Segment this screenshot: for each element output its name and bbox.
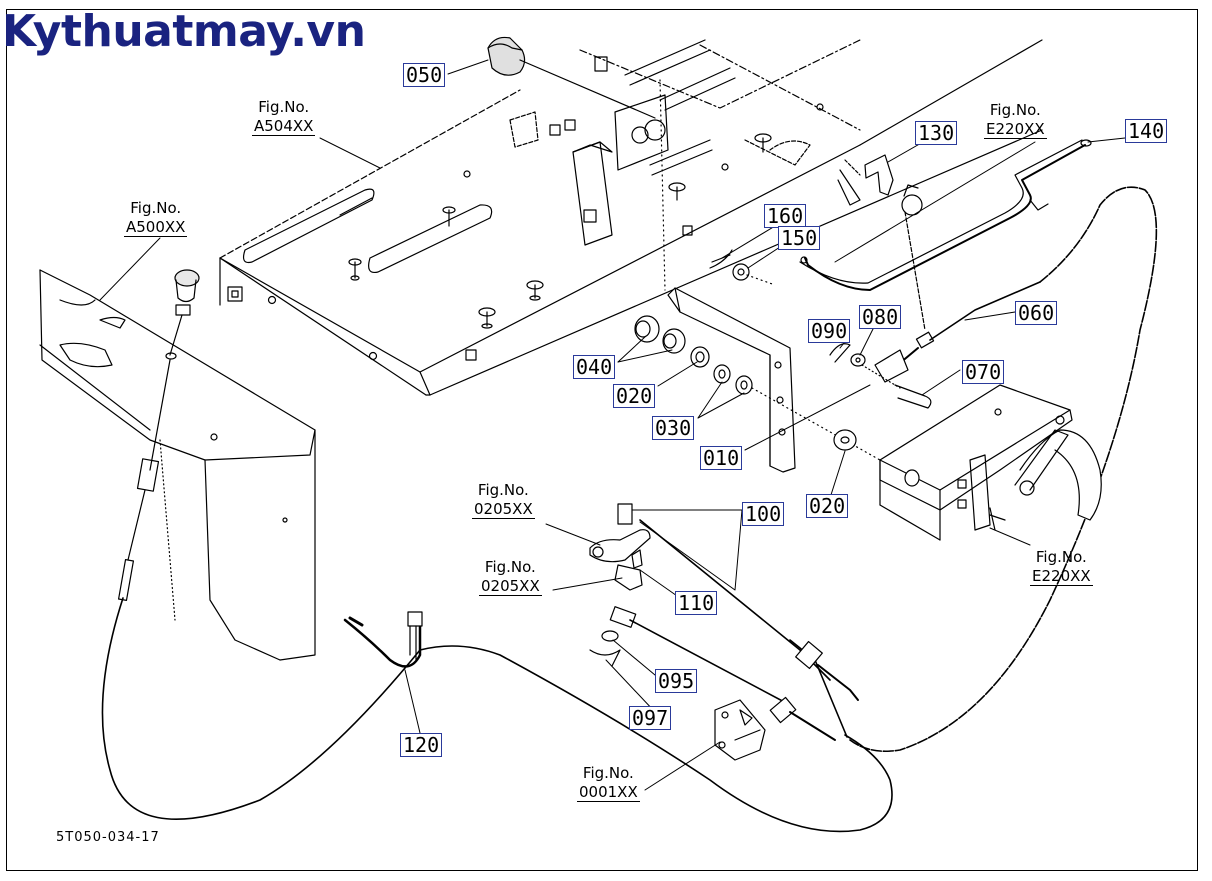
bracket-e220 (880, 385, 1101, 540)
part-label-090[interactable]: 090 (808, 319, 851, 343)
drawing-code: 5T050-034-17 (56, 830, 160, 845)
part-label-040[interactable]: 040 (573, 355, 616, 379)
fig-ref-number: A500XX (124, 218, 188, 237)
leader-lines (100, 60, 1125, 790)
pin-washer (710, 250, 775, 285)
fig-ref-e220-bottom[interactable]: Fig.No. E220XX (1030, 548, 1093, 586)
fig-ref-label: Fig.No. (582, 764, 634, 782)
pin-hardware (830, 344, 931, 408)
part-label-140[interactable]: 140 (1125, 119, 1168, 143)
fig-ref-0205-upper[interactable]: Fig.No. 0205XX (472, 481, 535, 519)
fig-ref-label: Fig.No. (258, 98, 310, 116)
fig-ref-label: Fig.No. (477, 481, 529, 499)
fig-ref-label: Fig.No. (989, 101, 1041, 119)
clip-130 (838, 155, 925, 330)
fig-ref-number: A504XX (252, 117, 316, 136)
part-label-095[interactable]: 095 (655, 669, 698, 693)
part-label-020-upper[interactable]: 020 (613, 384, 656, 408)
watermark-logo: Kythuatmay.vn (2, 6, 366, 57)
part-label-160[interactable]: 160 (764, 204, 807, 228)
part-label-110[interactable]: 110 (675, 591, 718, 615)
fig-ref-a500[interactable]: Fig.No. A500XX (124, 199, 188, 237)
part-label-150[interactable]: 150 (778, 226, 821, 250)
part-label-060[interactable]: 060 (1015, 301, 1058, 325)
part-label-050[interactable]: 050 (403, 63, 446, 87)
part-label-010[interactable]: 010 (700, 446, 743, 470)
fig-ref-number: 0205XX (479, 577, 542, 596)
plate-010 (660, 80, 795, 472)
fig-ref-a504[interactable]: Fig.No. A504XX (252, 98, 316, 136)
part-label-100[interactable]: 100 (742, 502, 785, 526)
fig-ref-number: E220XX (1030, 567, 1093, 586)
fig-ref-number: 0205XX (472, 500, 535, 519)
cable-060 (850, 187, 1156, 751)
drawing-frame (6, 9, 1198, 871)
fig-ref-label: Fig.No. (484, 558, 536, 576)
fig-ref-number: 0001XX (577, 783, 640, 802)
left-console (40, 270, 315, 660)
washer-stack (635, 316, 880, 460)
fig-ref-e220-top[interactable]: Fig.No. E220XX (984, 101, 1047, 139)
rod-140 (800, 140, 1091, 290)
chassis-plate (220, 40, 1042, 395)
fig-ref-number: E220XX (984, 120, 1047, 139)
part-label-020-lower[interactable]: 020 (806, 494, 849, 518)
mount-plate (715, 700, 765, 760)
fig-ref-0205-lower[interactable]: Fig.No. 0205XX (479, 558, 542, 596)
wire-harness-120 (345, 612, 422, 666)
part-label-030[interactable]: 030 (652, 416, 695, 440)
fig-ref-0001[interactable]: Fig.No. 0001XX (577, 764, 640, 802)
part-label-070[interactable]: 070 (962, 360, 1005, 384)
part-label-120[interactable]: 120 (400, 733, 443, 757)
part-label-097[interactable]: 097 (629, 706, 672, 730)
throttle-cable (102, 270, 892, 831)
part-label-080[interactable]: 080 (859, 305, 902, 329)
fig-ref-label: Fig.No. (130, 199, 182, 217)
knob-050 (488, 37, 655, 118)
cable-lever (590, 504, 858, 740)
fig-ref-label: Fig.No. (1035, 548, 1087, 566)
part-label-130[interactable]: 130 (915, 121, 958, 145)
